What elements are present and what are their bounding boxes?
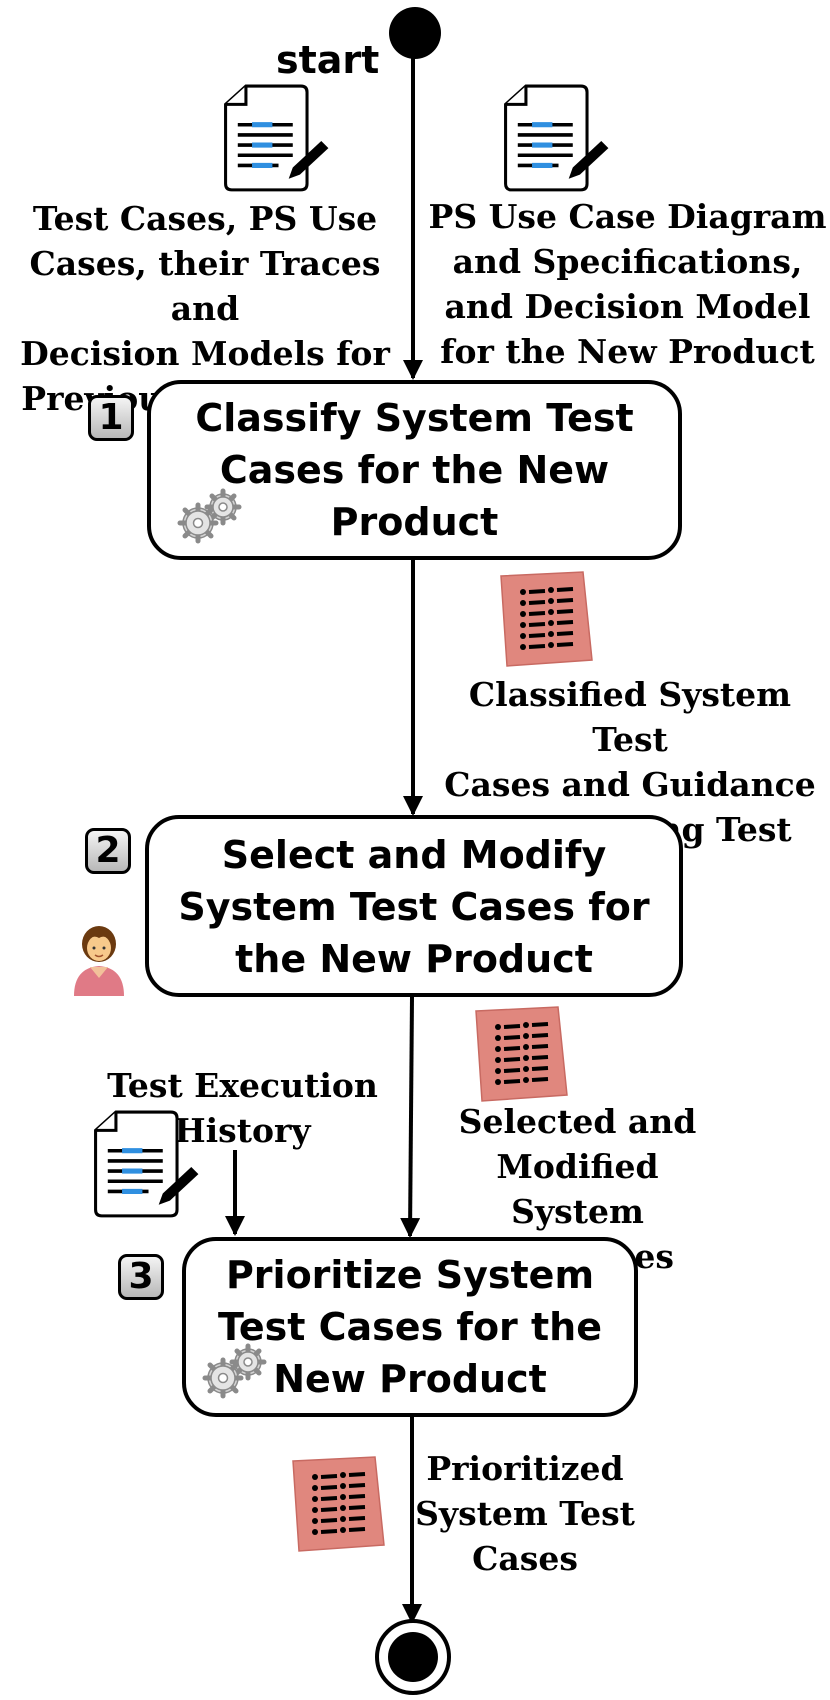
artifact-icon xyxy=(475,1006,568,1102)
step-title: Select and Modify System Test Cases for … xyxy=(178,833,650,981)
initial-node xyxy=(389,7,441,59)
document-icon xyxy=(224,84,329,192)
start-label: start xyxy=(276,38,380,82)
artifact-icon xyxy=(292,1456,385,1552)
step-1-activity[interactable]: Classify System Test Cases for the New P… xyxy=(147,380,682,560)
step-title: Classify System Test Cases for the New P… xyxy=(195,396,634,544)
artifact-icon xyxy=(500,571,593,667)
step-number-badge: 3 xyxy=(118,1254,164,1300)
step-number-badge: 2 xyxy=(85,828,131,874)
step-title: Prioritize System Test Cases for the New… xyxy=(217,1253,603,1401)
input-label-new-product: PS Use Case Diagram and Specifications, … xyxy=(428,197,827,371)
document-icon xyxy=(504,84,609,192)
arrow-step-2-to-step-3 xyxy=(400,996,421,1238)
final-node xyxy=(375,1619,451,1695)
step-number-badge: 1 xyxy=(88,395,134,441)
gears-icon xyxy=(177,488,242,544)
person-icon xyxy=(74,926,124,996)
document-icon xyxy=(94,1110,199,1218)
step-3-activity[interactable]: Prioritize System Test Cases for the New… xyxy=(182,1237,638,1417)
output-label-prioritized: Prioritized System Test Cases xyxy=(415,1449,635,1578)
gears-icon xyxy=(202,1343,267,1399)
input-label-test-execution-history: Test Execution History xyxy=(107,1066,378,1150)
step-2-activity[interactable]: Select and Modify System Test Cases for … xyxy=(145,815,683,997)
